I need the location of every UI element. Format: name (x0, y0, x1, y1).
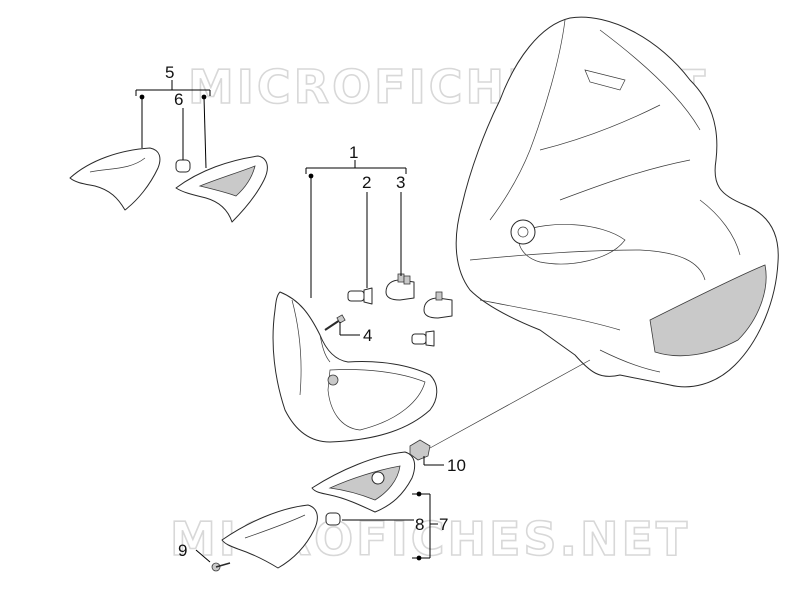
callout-5: 5 (165, 63, 174, 82)
headlight-bulb-small (347, 287, 373, 305)
front-turn-signal-lens-left (69, 147, 161, 211)
turn-signal-screw-lower (211, 562, 231, 572)
callout-2: 2 (362, 173, 371, 192)
callout-8: 8 (415, 515, 424, 534)
turn-signal-lens-lower (221, 504, 318, 569)
callout-group-1-2-3 (305, 160, 407, 298)
callout-group-10 (423, 456, 444, 466)
turn-signal-nut (409, 439, 431, 461)
headlight-screw (324, 314, 346, 331)
front-shield-assembly (455, 16, 779, 388)
front-turn-signal-bulb (175, 159, 191, 173)
callout-group-9 (195, 549, 211, 563)
callout-group-5-6 (135, 80, 211, 169)
callout-3: 3 (396, 173, 405, 192)
mounting-reference-line (429, 359, 591, 449)
front-turn-signal-body-right (175, 155, 268, 223)
callout-1: 1 (349, 143, 358, 162)
turn-signal-housing-lower (311, 451, 416, 513)
callout-4: 4 (363, 326, 372, 345)
headlight-bulb-h4 (385, 273, 415, 301)
turn-signal-bulb-lower (325, 512, 341, 526)
callout-6: 6 (174, 90, 183, 109)
callout-group-7-8 (342, 491, 438, 561)
callout-9: 9 (178, 541, 187, 560)
callout-7: 7 (439, 515, 448, 534)
headlight-bulb-pilot (411, 330, 435, 347)
headlight-bulb-h4-second (423, 291, 453, 319)
callout-10: 10 (447, 456, 466, 475)
headlight-assembly (272, 291, 438, 443)
callout-group-4 (339, 322, 360, 336)
